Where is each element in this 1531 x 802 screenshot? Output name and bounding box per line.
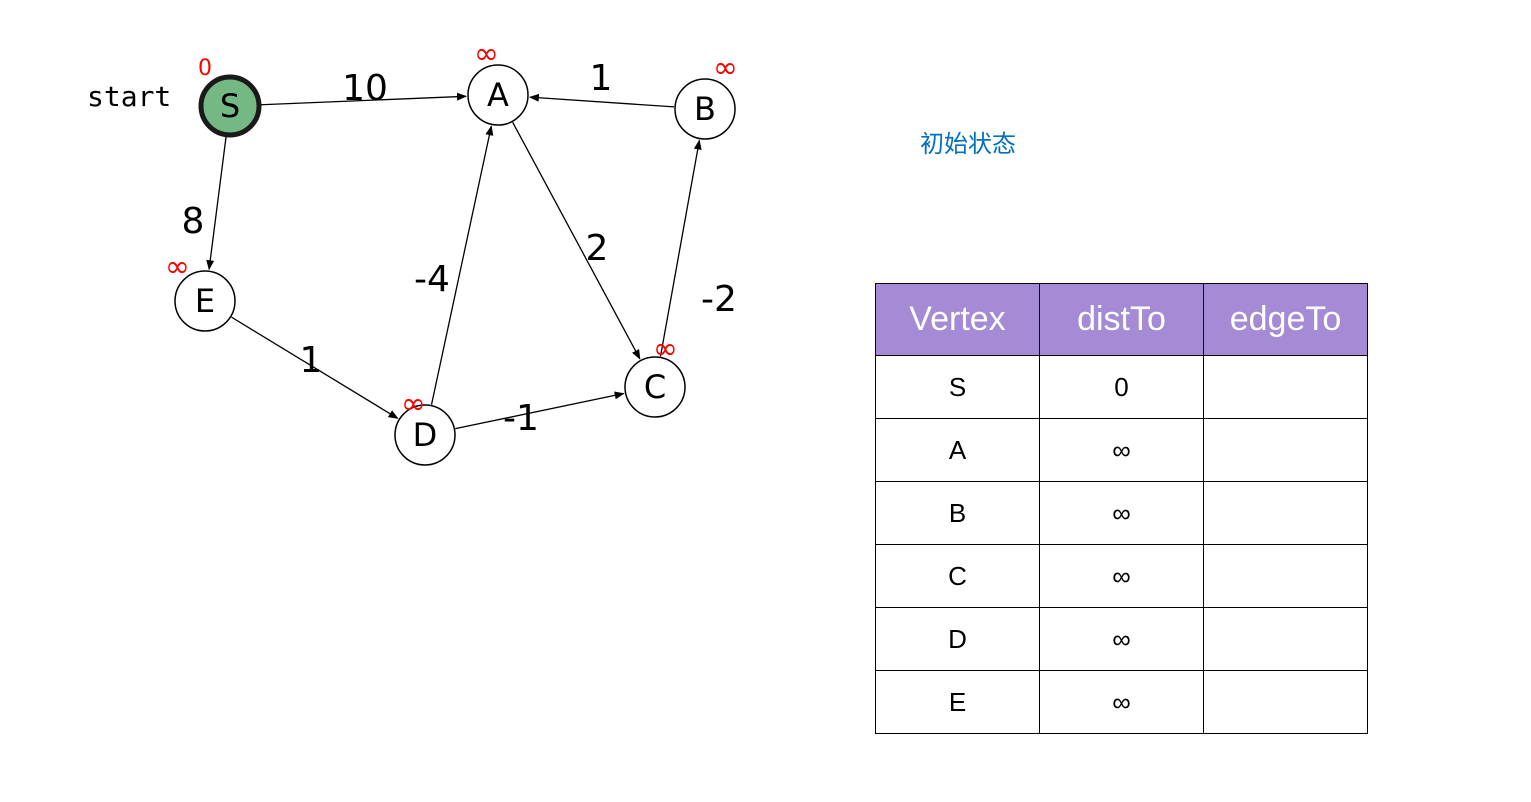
dist-mark-s: 0 bbox=[198, 56, 212, 81]
dist-mark-b: ∞ bbox=[713, 51, 738, 86]
node-label-b: B bbox=[694, 90, 716, 128]
start-label: start bbox=[87, 80, 171, 113]
edge-d-c bbox=[455, 391, 625, 430]
edgeto-cell bbox=[1203, 670, 1368, 734]
distance-table: Vertex distTo edgeTo S 0 A ∞ B ∞ C ∞ D ∞ bbox=[875, 283, 1368, 734]
node-b bbox=[674, 78, 736, 140]
distto-cell: ∞ bbox=[1039, 481, 1204, 545]
table-row: E ∞ bbox=[875, 670, 1368, 734]
vertex-cell: D bbox=[875, 607, 1040, 671]
edge-weight-d-a: -4 bbox=[414, 259, 450, 300]
distto-cell: ∞ bbox=[1039, 544, 1204, 608]
edge-e-d bbox=[231, 316, 399, 419]
dist-mark-a: ∞ bbox=[474, 37, 499, 72]
edge-weight-d-c: -1 bbox=[503, 398, 539, 439]
edge-b-a bbox=[528, 93, 675, 108]
node-e bbox=[174, 270, 236, 332]
edge-weight-s-e: 8 bbox=[182, 201, 205, 242]
node-a bbox=[467, 64, 529, 126]
node-label-d: D bbox=[413, 416, 438, 454]
edgeto-cell bbox=[1203, 418, 1368, 482]
edge-weight-a-c: 2 bbox=[586, 228, 609, 269]
node-label-c: C bbox=[644, 368, 666, 406]
table-row: A ∞ bbox=[875, 418, 1368, 482]
dist-mark-c: ∞ bbox=[653, 332, 678, 367]
vertex-cell: B bbox=[875, 481, 1040, 545]
node-c bbox=[624, 356, 686, 418]
distto-cell: ∞ bbox=[1039, 670, 1204, 734]
node-d bbox=[394, 404, 456, 466]
vertex-cell: S bbox=[875, 355, 1040, 419]
table-row: C ∞ bbox=[875, 544, 1368, 608]
edge-s-e bbox=[206, 136, 227, 271]
table-row: S 0 bbox=[875, 355, 1368, 419]
distto-cell: 0 bbox=[1039, 355, 1204, 419]
distto-cell: ∞ bbox=[1039, 418, 1204, 482]
edge-weight-e-d: 1 bbox=[300, 340, 323, 381]
node-s bbox=[198, 74, 262, 138]
edgeto-cell bbox=[1203, 607, 1368, 671]
edge-a-c bbox=[512, 121, 641, 360]
column-header-vertex: Vertex bbox=[875, 283, 1040, 356]
table-row: D ∞ bbox=[875, 607, 1368, 671]
vertex-cell: C bbox=[875, 544, 1040, 608]
edge-weight-s-a: 10 bbox=[342, 68, 388, 109]
edgeto-cell bbox=[1203, 481, 1368, 545]
edge-d-a bbox=[430, 125, 494, 405]
node-label-e: E bbox=[195, 282, 215, 320]
status-text: 初始状态 bbox=[920, 130, 1016, 158]
edge-weight-b-a: 1 bbox=[590, 58, 613, 99]
table-header-row: Vertex distTo edgeTo bbox=[875, 283, 1368, 356]
vertex-cell: A bbox=[875, 418, 1040, 482]
edge-weight-c-b: -2 bbox=[701, 279, 737, 320]
edgeto-cell bbox=[1203, 544, 1368, 608]
dist-mark-e: ∞ bbox=[165, 250, 190, 285]
table-row: B ∞ bbox=[875, 481, 1368, 545]
node-label-s: S bbox=[220, 87, 240, 125]
distto-cell: ∞ bbox=[1039, 607, 1204, 671]
edgeto-cell bbox=[1203, 355, 1368, 419]
dist-mark-d: ∞ bbox=[401, 387, 426, 422]
edge-s-a bbox=[260, 92, 468, 106]
column-header-edgeto: edgeTo bbox=[1203, 283, 1368, 356]
node-label-a: A bbox=[487, 76, 509, 114]
edge-c-b bbox=[659, 139, 702, 357]
vertex-cell: E bbox=[875, 670, 1040, 734]
column-header-distto: distTo bbox=[1039, 283, 1204, 356]
